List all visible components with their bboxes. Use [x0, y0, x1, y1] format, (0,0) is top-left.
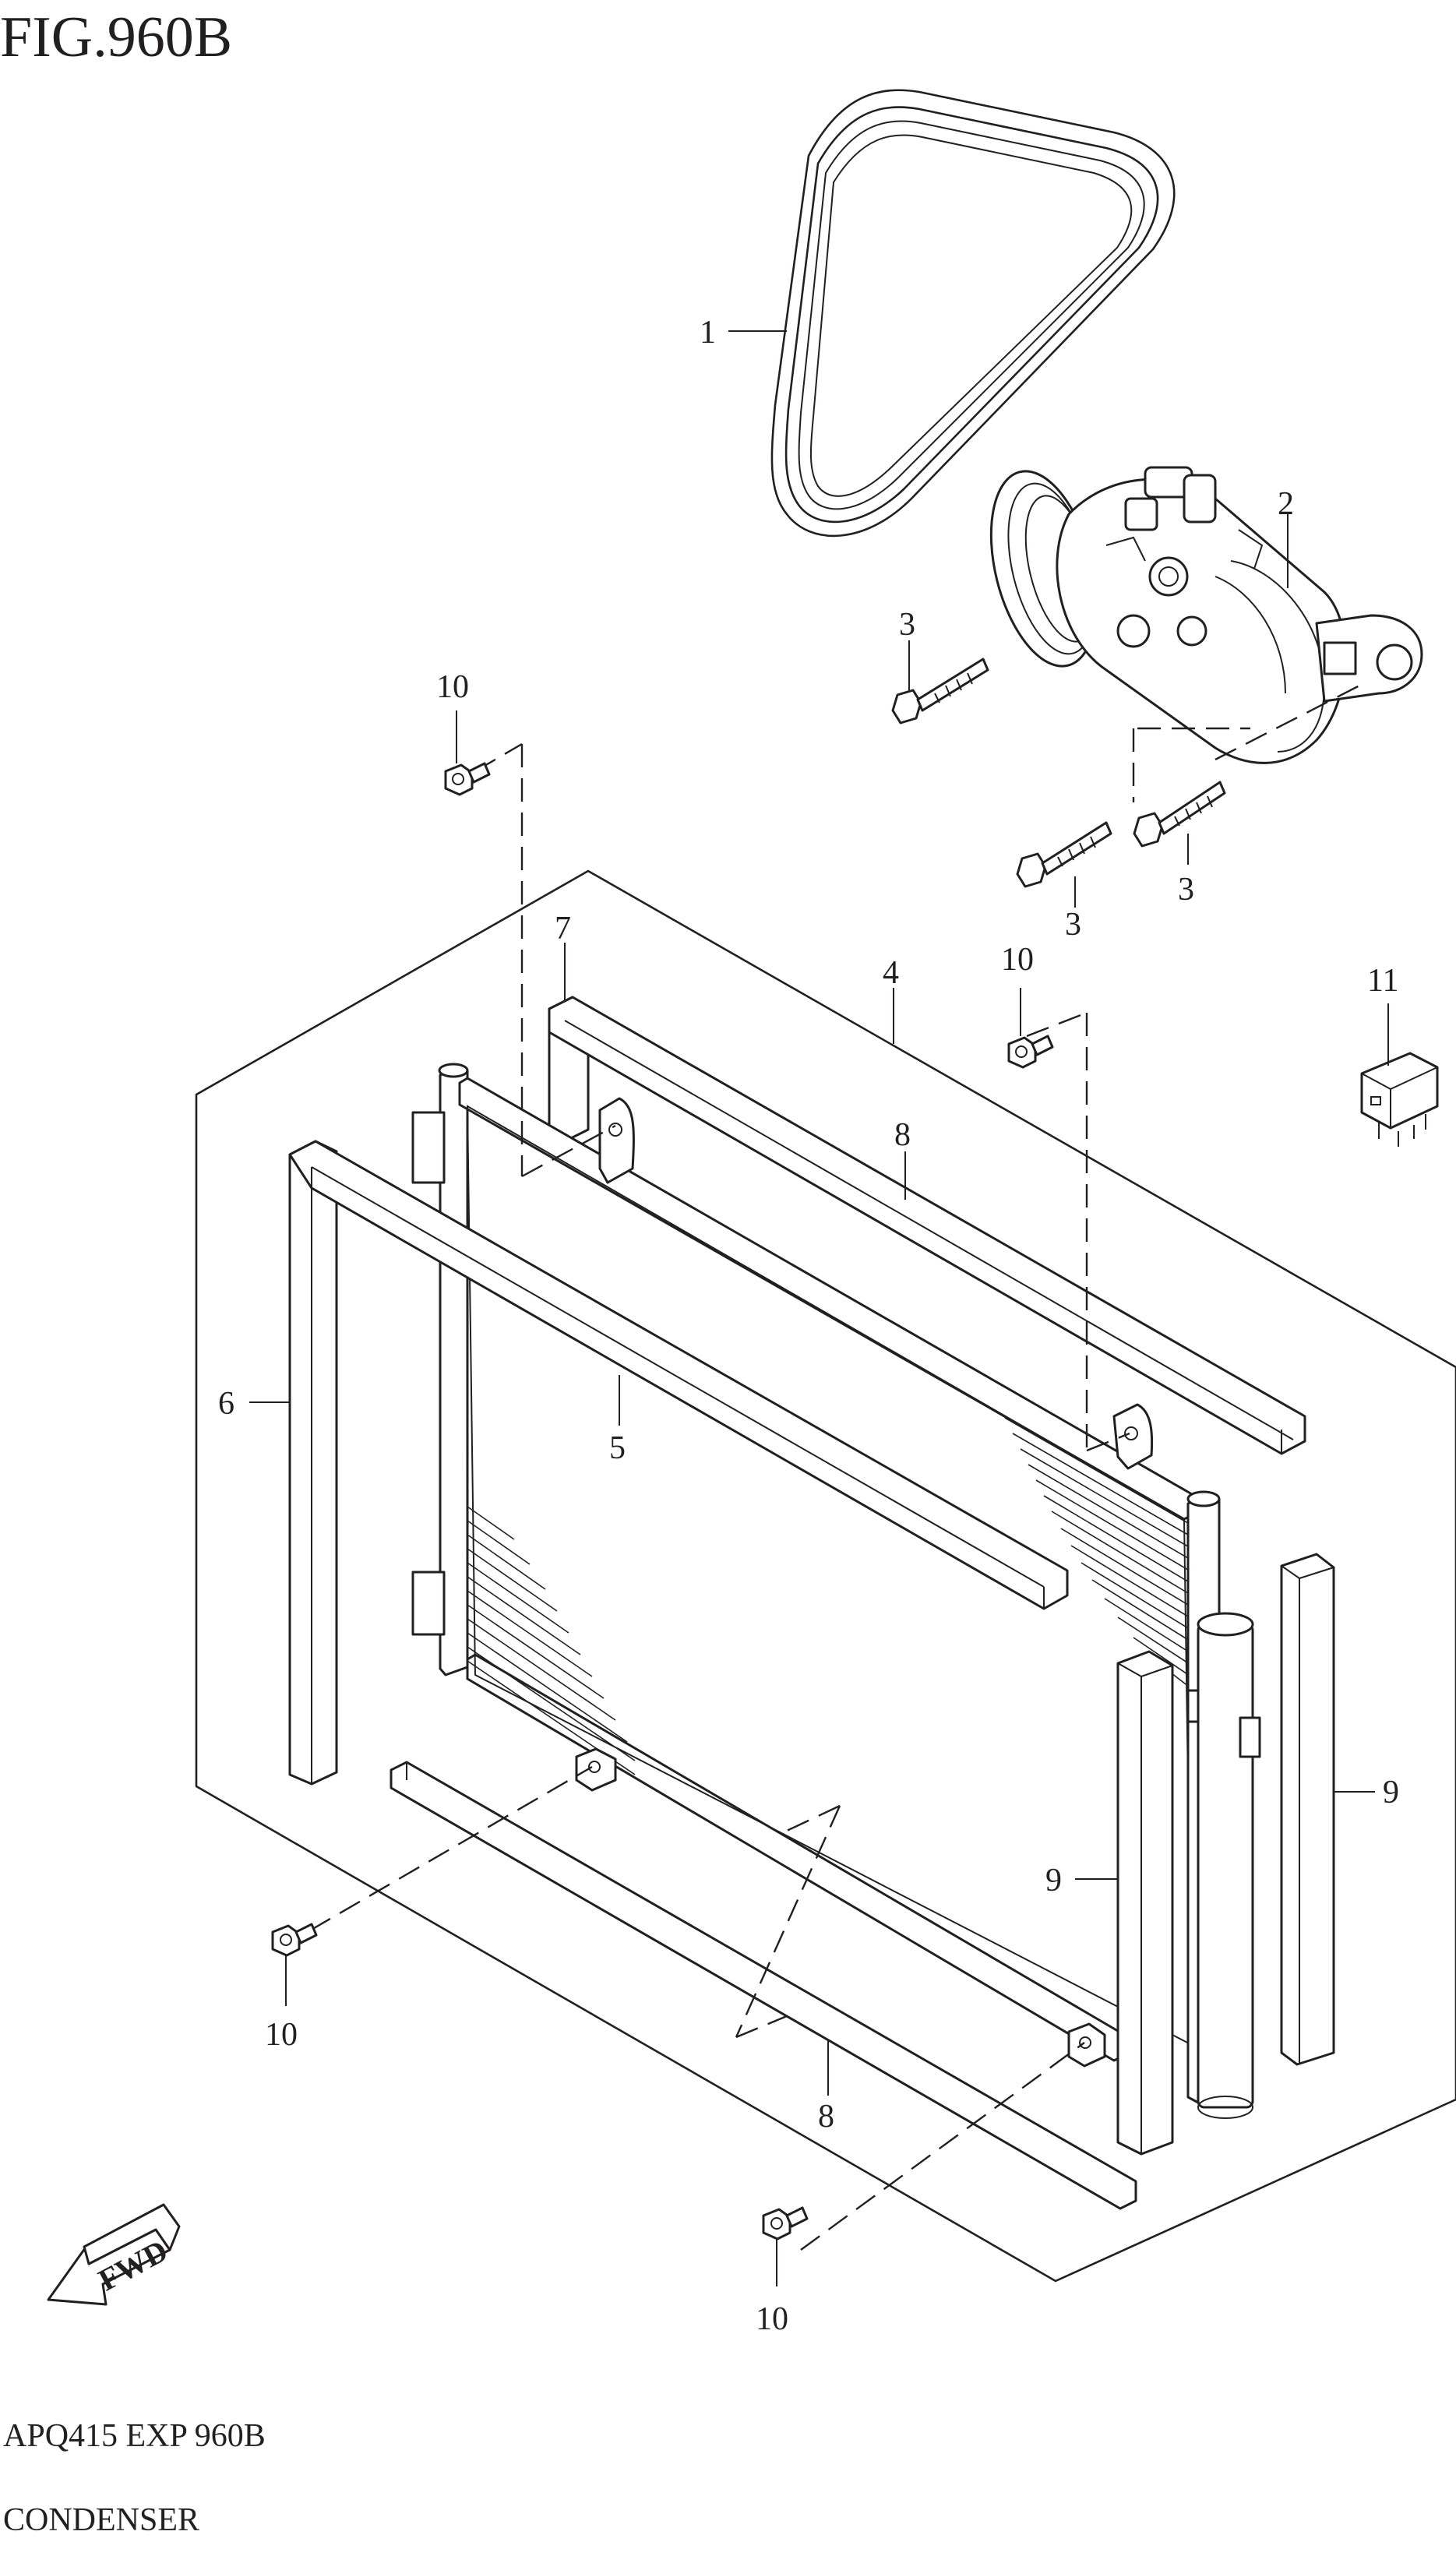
fwd-arrow-icon: FWD [47, 2203, 181, 2306]
belt-part-1[interactable] [770, 89, 1176, 538]
bolt-part-3c[interactable] [1133, 781, 1226, 848]
seal-part-9b[interactable] [1280, 1553, 1335, 2066]
callout-7: 7 [555, 911, 571, 947]
callout-3c: 3 [1178, 872, 1194, 908]
section-name: CONDENSER [3, 2502, 199, 2538]
callout-6: 6 [218, 1386, 234, 1422]
callout-1: 1 [700, 315, 716, 351]
model-code: APQ415 EXP 960B [3, 2418, 266, 2454]
compressor-part-2[interactable] [973, 460, 1423, 764]
screw-part-10d[interactable] [762, 2206, 809, 2241]
callout-9a: 9 [1045, 1863, 1062, 1899]
condenser-core[interactable] [411, 1063, 1261, 2119]
bolt-part-3b[interactable] [1016, 821, 1112, 888]
callout-9b: 9 [1383, 1775, 1399, 1810]
callout-3b: 3 [1065, 907, 1081, 943]
condenser-assembly-part-4[interactable] [195, 869, 1456, 2283]
callout-10b: 10 [1001, 942, 1034, 978]
assembly-guide-lines [309, 742, 1130, 2251]
seal-part-8b[interactable] [390, 1761, 1137, 2210]
screw-part-10b[interactable] [1007, 1035, 1054, 1069]
callout-8b: 8 [818, 2099, 834, 2135]
frame-part-6[interactable] [288, 1140, 1069, 1786]
callout-10d: 10 [756, 2301, 788, 2337]
bolt-part-3a[interactable] [891, 658, 989, 725]
callout-3a: 3 [899, 607, 915, 643]
figure-title: FIG.960B [0, 5, 232, 69]
callout-8a: 8 [894, 1117, 911, 1153]
callout-2: 2 [1278, 486, 1294, 522]
callout-5: 5 [609, 1430, 626, 1466]
screw-part-10c[interactable] [271, 1923, 318, 1957]
screw-part-10a[interactable] [444, 762, 491, 796]
callout-10c: 10 [265, 2017, 298, 2053]
relay-part-11[interactable] [1360, 1052, 1439, 1147]
callout-10a: 10 [436, 669, 469, 705]
callout-11: 11 [1367, 963, 1398, 999]
callout-4: 4 [883, 955, 899, 991]
seal-part-9a[interactable] [1116, 1650, 1174, 2156]
